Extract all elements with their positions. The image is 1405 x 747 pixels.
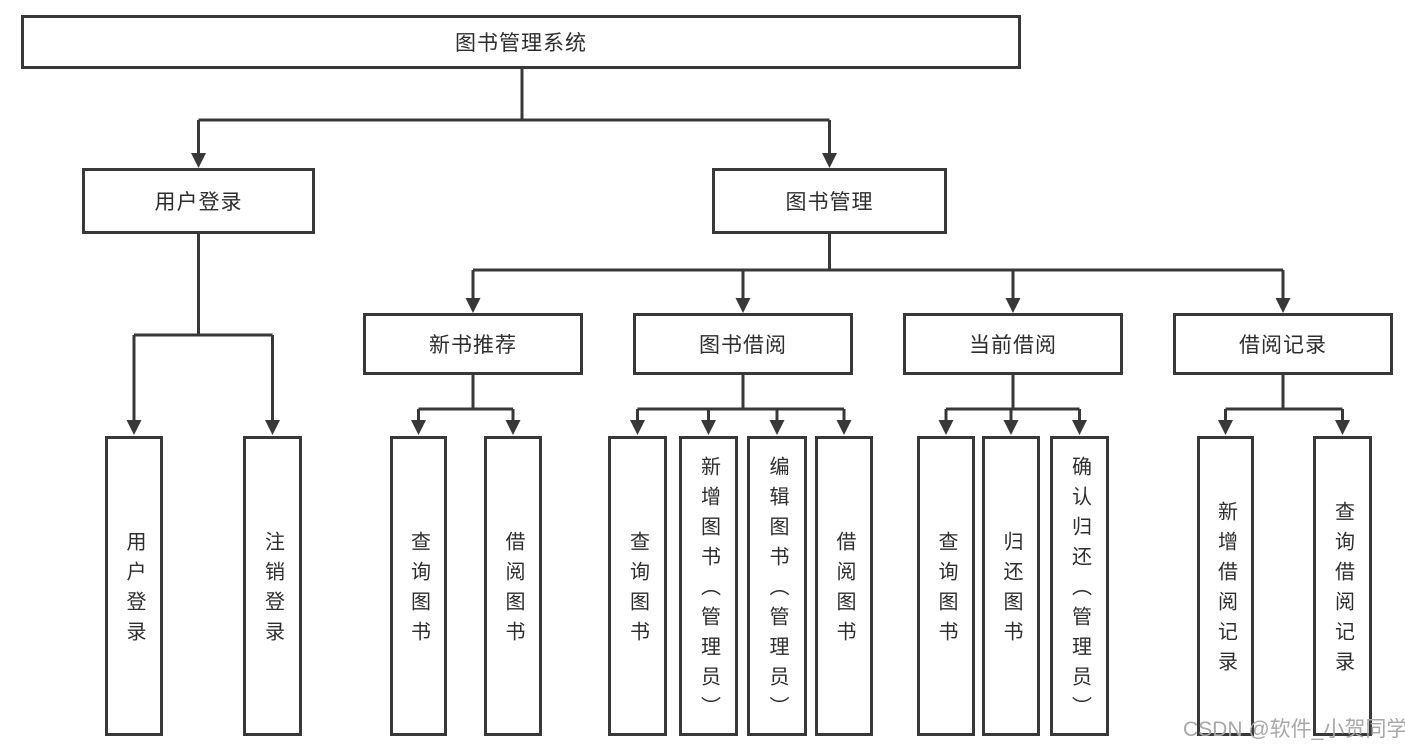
node-new-book-recommend-label: 新书推荐 <box>429 334 517 357</box>
node-user-login-label: 用户登录 <box>154 191 243 214</box>
leaf-records-add-record: 新增借阅记录 <box>1197 436 1254 736</box>
node-borrow-records-label: 借阅记录 <box>1239 334 1327 357</box>
node-current-borrow-label: 当前借阅 <box>969 334 1057 357</box>
current-bus-line <box>946 375 1080 411</box>
root-bus-line <box>198 69 830 122</box>
records-bus-line <box>1225 375 1343 411</box>
leaf-current-query-books-label: 查询图书 <box>935 531 957 651</box>
leaf-current-query-books: 查询图书 <box>917 436 975 736</box>
node-root: 图书管理系统 <box>21 15 1021 69</box>
leaf-borrow-query-books-label: 查询图书 <box>626 531 649 651</box>
csdn-watermark: CSDN @软件_小贺同学 <box>1183 718 1405 741</box>
borrow-bus-line <box>637 375 844 411</box>
node-root-label: 图书管理系统 <box>455 32 587 55</box>
leaf-user-login-label: 用户登录 <box>123 531 145 651</box>
recommend-bus-line <box>418 375 513 411</box>
leaf-records-add-record-label: 新增借阅记录 <box>1214 501 1237 681</box>
node-book-management-label: 图书管理 <box>785 191 874 214</box>
leaf-user-login: 用户登录 <box>105 436 163 736</box>
leaf-borrow-add-books-admin: 新增图书（管理员） <box>679 436 738 736</box>
leaf-recommend-borrow-books-label: 借阅图书 <box>502 531 524 651</box>
node-new-book-recommend: 新书推荐 <box>363 313 583 375</box>
leaf-recommend-query-books-label: 查询图书 <box>407 531 430 651</box>
node-book-borrow: 图书借阅 <box>633 313 853 375</box>
leaf-logout: 注销登录 <box>243 436 302 736</box>
leaf-records-query-record-label: 查询借阅记录 <box>1331 501 1354 681</box>
node-book-management: 图书管理 <box>712 168 947 234</box>
leaf-borrow-add-books-admin-label: 新增图书（管理员） <box>697 456 720 726</box>
user-login-bus-line <box>134 234 273 337</box>
leaf-logout-label: 注销登录 <box>261 531 284 651</box>
leaf-current-confirm-return-admin-label: 确认归还（管理员） <box>1068 456 1091 726</box>
node-borrow-records: 借阅记录 <box>1173 313 1393 375</box>
leaf-recommend-query-books: 查询图书 <box>390 436 447 736</box>
node-user-login: 用户登录 <box>82 168 315 234</box>
node-book-borrow-label: 图书借阅 <box>699 334 787 357</box>
leaf-borrow-query-books: 查询图书 <box>608 436 667 736</box>
leaf-records-query-record: 查询借阅记录 <box>1313 436 1372 736</box>
leaf-recommend-borrow-books: 借阅图书 <box>484 436 542 736</box>
leaf-current-return-books: 归还图书 <box>982 436 1040 736</box>
leaf-current-confirm-return-admin: 确认归还（管理员） <box>1050 436 1109 736</box>
leaf-borrow-edit-books-admin: 编辑图书（管理员） <box>747 436 807 736</box>
leaf-borrow-borrow-books-label: 借阅图书 <box>833 531 855 651</box>
leaf-borrow-borrow-books: 借阅图书 <box>815 436 873 736</box>
node-current-borrow: 当前借阅 <box>903 313 1123 375</box>
book-management-bus-line <box>473 234 1283 272</box>
leaf-borrow-edit-books-admin-label: 编辑图书（管理员） <box>766 456 788 726</box>
leaf-current-return-books-label: 归还图书 <box>1000 531 1022 651</box>
